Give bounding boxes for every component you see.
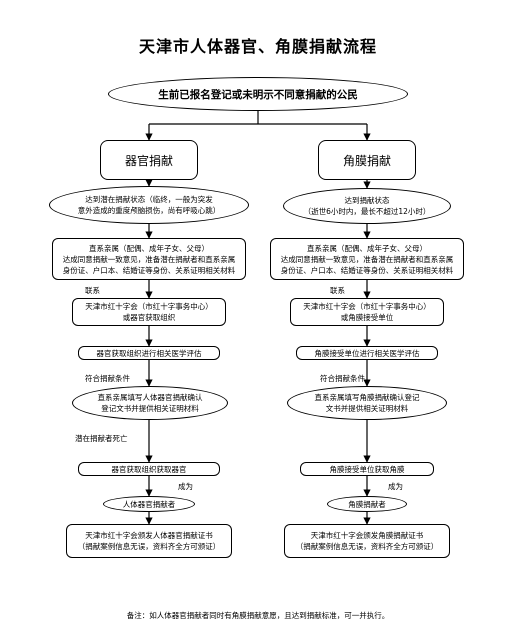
- start-ellipse: 生前已报名登记或未明示不同意捐献的公民: [108, 77, 408, 111]
- page-title: 天津市人体器官、角膜捐献流程: [138, 37, 377, 56]
- organ-certificate-box: 天津市红十字会颁发人体器官捐献证书 （捐献案例信息无误，资料齐全方可颁证）: [66, 524, 232, 558]
- organ-donation-heading: 器官捐献: [100, 140, 198, 180]
- organ-donor-ellipse: 人体器官捐献者: [103, 496, 195, 512]
- organ-meet-conditions-label: 符合捐献条件: [85, 374, 130, 383]
- cornea-evaluation-box: 角膜接受单位进行相关医学评估: [296, 346, 438, 360]
- cornea-contact-label: 联系: [330, 286, 345, 295]
- organ-death-label: 潜在捐献者死亡: [75, 434, 128, 443]
- organ-obtain-box: 器官获取组织获取器官: [78, 462, 220, 476]
- organ-family-consent-box: 直系亲属（配偶、成年子女、父母） 达成同意捐献一致意见，准备潜在捐献者和直系亲属…: [52, 238, 246, 280]
- organ-red-cross-box: 天津市红十字会（市红十字事务中心） 或器官获取组织: [72, 298, 226, 326]
- footnote: 备注：如人体器官捐献者同时有角膜捐献意愿，且达到捐献标准，可一并执行。: [126, 611, 390, 620]
- organ-evaluation-box: 器官获取组织进行相关医学评估: [78, 346, 220, 360]
- cornea-donation-heading: 角膜捐献: [318, 140, 416, 180]
- cornea-red-cross-box: 天津市红十字会（市红十字事务中心） 或角膜接受单位: [290, 298, 444, 326]
- cornea-certificate-box: 天津市红十字会颁发角膜捐献证书 （捐献案例信息无误，资料齐全方可颁证）: [284, 524, 450, 558]
- cornea-obtain-box: 角膜接受单位获取角膜: [300, 462, 434, 476]
- cornea-become-label: 成为: [388, 482, 403, 491]
- organ-contact-label: 联系: [85, 286, 100, 295]
- organ-become-label: 成为: [178, 482, 193, 491]
- organ-condition-ellipse: 达到潜在捐献状态（临终，一般为突发 意外造成的重度颅脑损伤，尚有呼吸心跳）: [49, 186, 249, 224]
- cornea-meet-conditions-label: 符合捐献条件: [320, 374, 365, 383]
- organ-confirm-ellipse: 直系亲属填写人体器官捐献确认 登记文书并提供相关证明材料: [72, 386, 228, 420]
- cornea-confirm-ellipse: 直系亲属填写角膜捐献确认登记 文书并提供相关证明材料: [287, 386, 447, 420]
- cornea-family-consent-box: 直系亲属（配偶、成年子女、父母） 达成同意捐献一致意见，准备潜在捐献者和直系亲属…: [270, 238, 464, 280]
- cornea-condition-ellipse: 达到捐献状态 （逝世6小时内，最长不超过12小时）: [283, 188, 451, 224]
- cornea-donor-ellipse: 角膜捐献者: [327, 496, 407, 512]
